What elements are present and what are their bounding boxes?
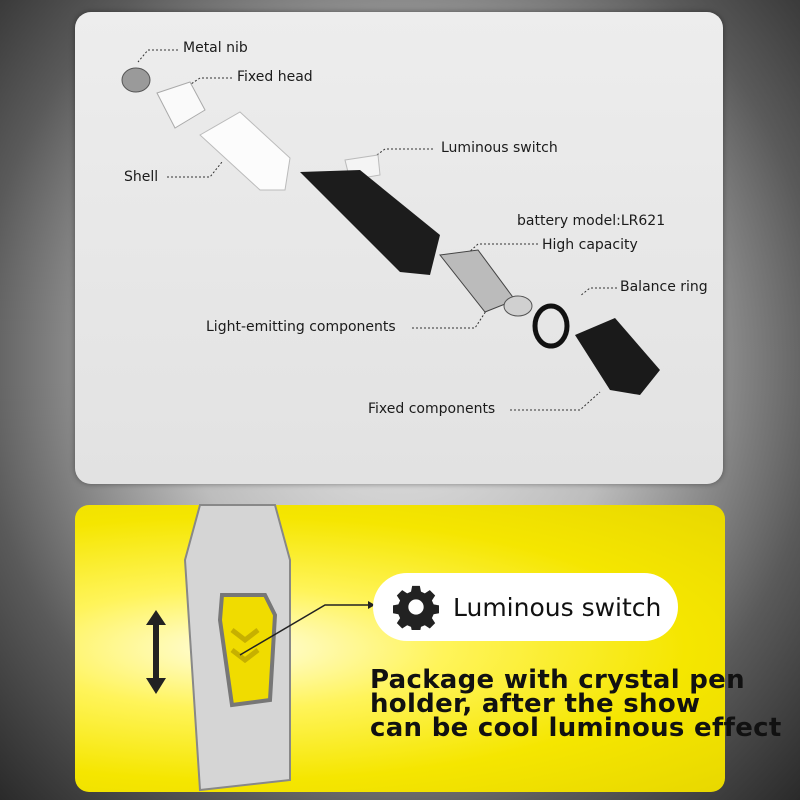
label-fixed-head: Fixed head: [237, 69, 313, 85]
feature-description: Package with crystal pen holder, after t…: [370, 665, 782, 743]
led-part: [503, 295, 533, 317]
description-line: holder, after the show: [370, 689, 701, 719]
label-high-capacity: High capacity: [542, 237, 638, 253]
label-battery-model: battery model:LR621: [517, 213, 666, 229]
label-shell: Shell: [124, 169, 159, 185]
label-balance-ring: Balance ring: [620, 279, 708, 295]
balance-ring-part: [532, 303, 570, 349]
label-luminous-switch: Luminous switch: [441, 140, 558, 156]
shell-part: [199, 111, 291, 191]
description-line: Package with crystal pen: [370, 665, 745, 695]
metal-nib-part: [121, 67, 151, 93]
label-light-emitting: Light-emitting components: [206, 319, 396, 335]
fixed-head-part: [156, 81, 206, 129]
luminous-switch-callout: Luminous switch: [373, 573, 678, 641]
label-metal-nib: Metal nib: [183, 40, 248, 56]
callout-title: Luminous switch: [453, 592, 662, 622]
label-fixed-components: Fixed components: [368, 401, 496, 417]
up-down-arrow-icon: [146, 610, 166, 694]
gear-icon: [393, 585, 439, 630]
description-line: can be cool luminous effect: [370, 713, 782, 743]
feature-panel: [75, 505, 725, 792]
fixed-components-part: [575, 318, 660, 395]
black-body-part: [300, 170, 440, 275]
